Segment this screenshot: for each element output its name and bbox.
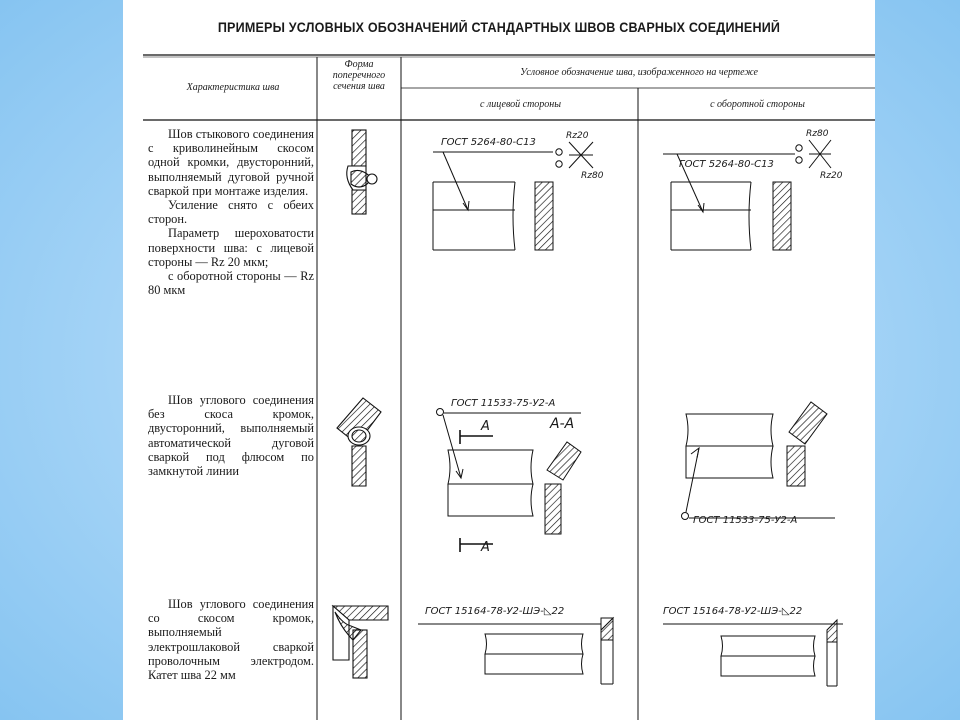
header-front-side: с лицевой стороны — [479, 99, 562, 110]
row2-description: Шов углового соединения без скоса кромок… — [148, 393, 314, 478]
row2-section-mark-top: А — [481, 419, 490, 434]
row1-paragraph: Шов стыкового соединения с криволинейным… — [148, 127, 314, 198]
row2-section-label: А-А — [550, 416, 575, 432]
row2-paragraph: Шов углового соединения без скоса кромок… — [148, 393, 314, 479]
row2-cross-section — [336, 397, 382, 487]
row1-front-drawing — [432, 141, 594, 251]
row1-cross-section — [346, 129, 378, 215]
header-designation: Условное обозначение шва, изображенного … — [520, 67, 758, 78]
header-characteristic: Характеристика шва — [186, 82, 280, 93]
row2-front-drawing — [436, 408, 582, 552]
row3-front-drawing — [418, 616, 615, 685]
row1-back-rz-bottom: Rz20 — [820, 171, 843, 181]
row3-front-gost-label: ГОСТ 15164-78-У2-ШЭ-◺22 — [425, 606, 565, 617]
row1-back-gost-label: ГОСТ 5264-80-С13 — [679, 159, 774, 170]
row1-front-rz-bottom: Rz80 — [581, 171, 604, 181]
table-grid — [143, 54, 875, 720]
row3-back-gost-label: ГОСТ 15164-78-У2-ШЭ-◺22 — [663, 606, 803, 617]
document-title: ПРИМЕРЫ УСЛОВНЫХ ОБОЗНАЧЕНИЙ СТАНДАРТНЫХ… — [217, 20, 781, 35]
row1-description: Шов стыкового соединения с криволинейным… — [148, 127, 314, 297]
row3-paragraph: Шов углового соединения со скосом кромок… — [148, 597, 314, 683]
row2-section-mark-bottom: А — [481, 540, 490, 555]
table-and-drawings — [143, 54, 875, 720]
row1-paragraph: Усиление снято с обеих сторон. — [148, 198, 314, 227]
row3-cross-section — [331, 604, 389, 679]
row2-front-gost-label: ГОСТ 11533-75-У2-А — [451, 398, 556, 409]
row3-back-drawing — [663, 618, 843, 687]
row1-paragraph: Параметр шероховатости поверхности шва: … — [148, 226, 314, 269]
row1-paragraph: с оборотной стороны — Rz 80 мкм — [148, 269, 314, 298]
row1-front-gost-label: ГОСТ 5264-80-С13 — [441, 137, 536, 148]
row3-description: Шов углового соединения со скосом кромок… — [148, 597, 314, 682]
header-cross-section: Форма поперечного сечения шва — [332, 59, 386, 92]
row2-back-gost-label: ГОСТ 11533-75-У2-А — [693, 515, 798, 526]
row1-back-drawing — [663, 139, 832, 251]
header-back-side: с оборотной стороны — [710, 99, 805, 110]
row1-back-rz-top: Rz80 — [806, 129, 829, 139]
row2-back-drawing — [681, 401, 835, 520]
document-sheet: ПРИМЕРЫ УСЛОВНЫХ ОБОЗНАЧЕНИЙ СТАНДАРТНЫХ… — [123, 0, 875, 720]
row1-front-rz-top: Rz20 — [566, 131, 589, 141]
